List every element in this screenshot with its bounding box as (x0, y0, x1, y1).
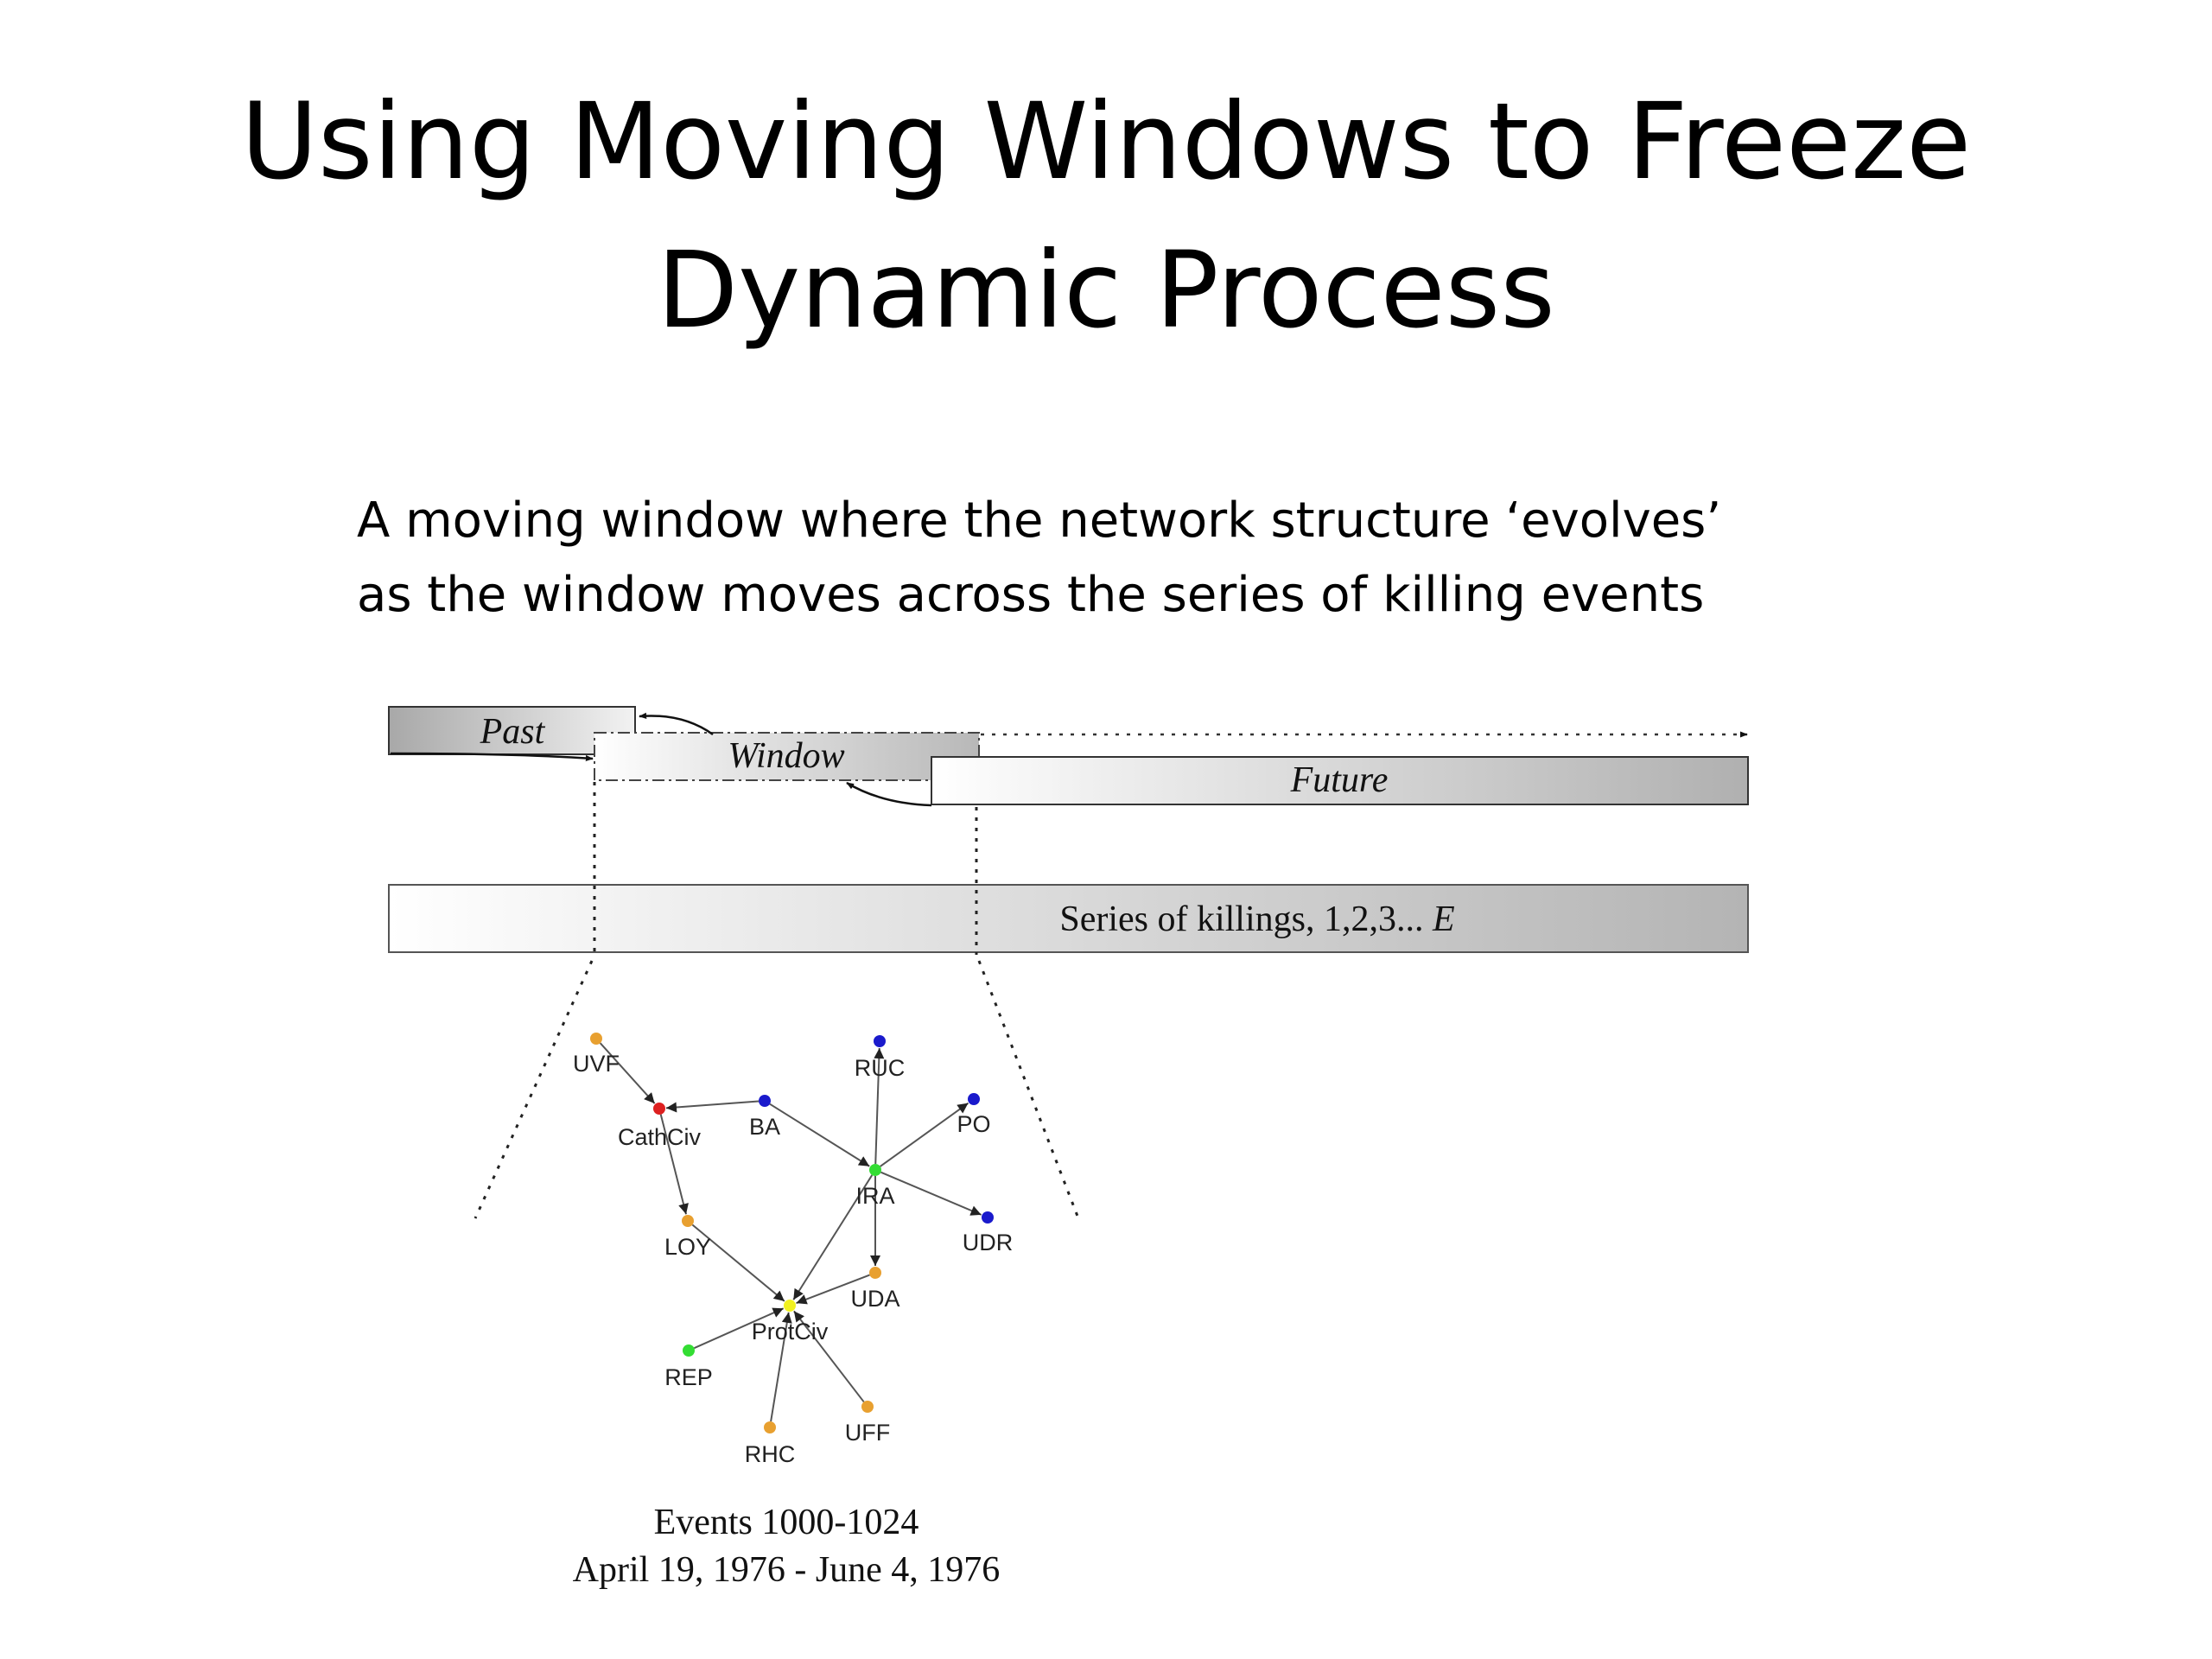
network-edges (599, 1042, 982, 1422)
edge-uda-to-protciv (796, 1274, 870, 1305)
series-label-italic: E (1432, 899, 1455, 939)
title-line-1: Using Moving Windows to Freeze (240, 80, 1972, 203)
node-label-po: PO (957, 1111, 990, 1137)
edge-ira-to-udr (880, 1171, 982, 1216)
slide-subtitle: A moving window where the network struct… (357, 484, 1912, 632)
node-ira (869, 1164, 881, 1176)
window-bar (594, 732, 980, 781)
edge-loy-to-protciv (691, 1224, 785, 1302)
node-label-ruc: RUC (855, 1055, 906, 1081)
caption-line-2: April 19, 1976 - June 4, 1976 (573, 1550, 1001, 1590)
window-label: Window (728, 736, 844, 776)
node-label-ba: BA (749, 1114, 780, 1140)
series-label: Series of killings, 1,2,3... E (1059, 899, 1454, 939)
subtitle-line-2: as the window moves across the series of… (357, 567, 1705, 623)
node-label-loy: LOY (664, 1234, 711, 1260)
arrow-past-to-window (390, 752, 594, 762)
subtitle-line-1: A moving window where the network struct… (357, 493, 1722, 549)
node-label-uvf: UVF (573, 1051, 620, 1077)
node-loy (682, 1215, 694, 1227)
node-udr (982, 1211, 994, 1224)
edge-ira-to-po (880, 1102, 969, 1167)
node-po (968, 1093, 980, 1105)
past-label: Past (480, 712, 546, 752)
node-label-ira: IRA (855, 1183, 894, 1209)
node-label-rhc: RHC (745, 1441, 796, 1467)
node-label-rep: REP (664, 1364, 713, 1390)
node-label-protciv: ProtCiv (752, 1319, 829, 1344)
title-line-2: Dynamic Process (657, 229, 1555, 352)
node-uda (869, 1267, 881, 1279)
node-cathciv (653, 1103, 665, 1115)
node-label-cathciv: CathCiv (618, 1124, 702, 1150)
node-rep (683, 1344, 695, 1357)
edge-ba-to-cathciv (665, 1100, 760, 1113)
edge-cathciv-to-loy (659, 1114, 689, 1215)
node-uff (861, 1401, 874, 1413)
node-ruc (874, 1035, 886, 1047)
node-label-uff: UFF (845, 1420, 890, 1446)
series-bar (388, 884, 1749, 953)
arrow-to-past (639, 712, 714, 736)
caption-line-1: Events 1000-1024 (654, 1503, 919, 1542)
node-protciv (784, 1300, 796, 1312)
zoom-line-right (977, 960, 1080, 1219)
node-rhc (764, 1421, 776, 1433)
node-ba (759, 1095, 771, 1107)
edge-rhc-to-protciv (770, 1312, 792, 1422)
node-uvf (590, 1033, 602, 1045)
edge-rep-to-protciv (693, 1307, 785, 1350)
edge-ira-to-protciv (792, 1174, 874, 1300)
node-label-uda: UDA (850, 1286, 899, 1312)
future-label: Future (1290, 760, 1389, 800)
future-bar (931, 756, 1749, 805)
zoom-line-left (474, 960, 594, 1219)
edge-uff-to-protciv (793, 1310, 865, 1403)
slide-title: Using Moving Windows to Freeze Dynamic P… (0, 67, 2212, 365)
arrow-to-window (846, 781, 932, 807)
series-label-text: Series of killings, 1,2,3... (1059, 899, 1433, 939)
edge-ira-to-ruc (874, 1047, 885, 1165)
edge-uvf-to-cathciv (599, 1042, 656, 1104)
edge-ba-to-ira (769, 1103, 870, 1167)
node-label-udr: UDR (963, 1230, 1014, 1255)
